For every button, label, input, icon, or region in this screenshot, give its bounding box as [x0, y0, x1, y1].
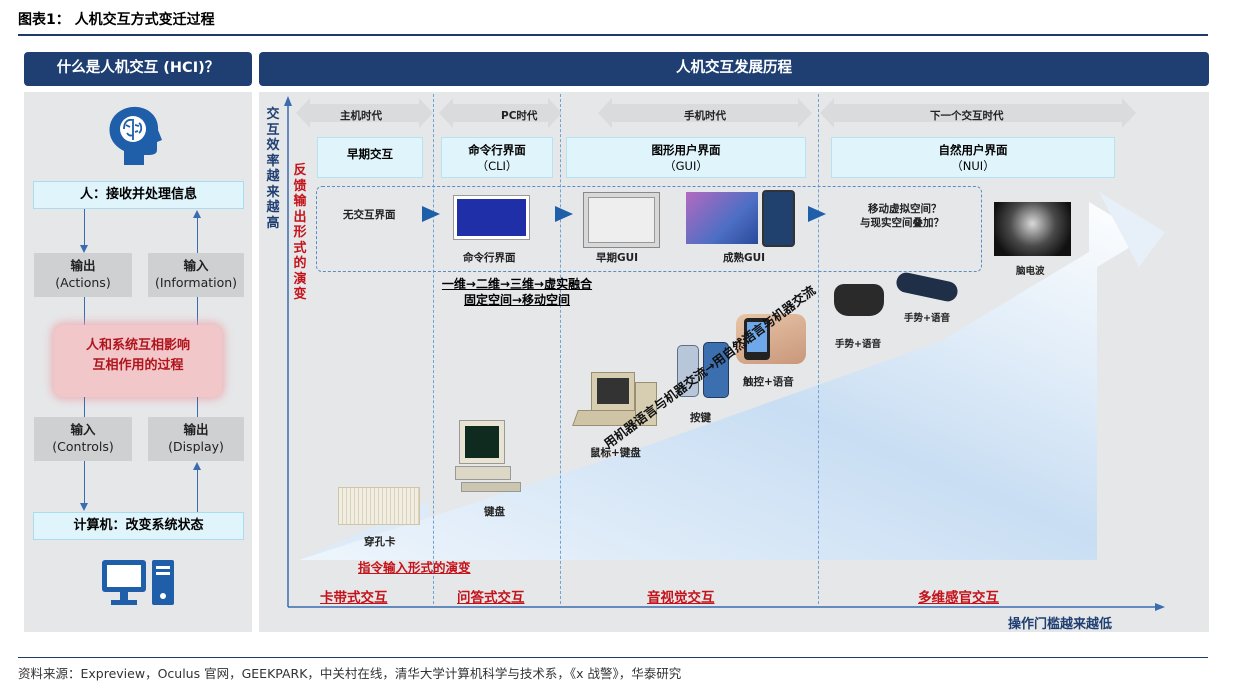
early-gui-screenshot: [583, 192, 660, 248]
feedback-evolution-label: 反馈输出形式的演变: [293, 163, 307, 302]
arrow-head: [80, 503, 88, 511]
stage-sub: （GUI）: [664, 159, 708, 173]
arrow-line: [84, 209, 85, 247]
punch-card-image: [338, 487, 420, 525]
phone-screenshot: [762, 190, 795, 247]
keys-label: 按键: [690, 412, 711, 424]
human-box: 人：接收并处理信息: [33, 181, 244, 209]
desktop-computer-icon: [102, 560, 174, 605]
keyboard-label: 键盘: [484, 506, 505, 518]
source-divider: [18, 657, 1208, 658]
category-qa: 问答式交互: [457, 590, 525, 606]
interaction-process-box: 人和系统互相影响 互相作用的过程: [54, 325, 222, 397]
title-divider: [18, 34, 1208, 36]
right-header: 人机交互发展历程: [259, 52, 1209, 86]
output-display-box: 输出 (Display): [148, 417, 244, 461]
brain-head-icon: [109, 106, 162, 165]
vr-line2: 与现实空间叠加？: [860, 217, 944, 229]
input-label: 输入: [70, 422, 96, 437]
dimension-line2: 固定空间→移动空间: [463, 293, 571, 307]
arrow-head: [193, 210, 201, 218]
early-gui-label: 早期GUI: [596, 252, 639, 264]
nokia-phone-image: [677, 345, 699, 397]
cli-screenshot: [453, 195, 530, 240]
category-tape: 卡带式交互: [320, 590, 388, 606]
stage-early: 早期交互: [317, 137, 423, 178]
input-sub: (Controls): [52, 439, 114, 454]
vr-question: 移动虚拟空间？ 与现实空间叠加？: [860, 202, 944, 230]
vr-headset-image: [834, 284, 884, 316]
source-note: 资料来源：Expreview，Oculus 官网，GEEKPARK，中关村在线，…: [18, 666, 682, 681]
era-pc: PC时代: [501, 110, 538, 122]
process-line1: 人和系统互相影响: [85, 338, 190, 353]
era-mobile: 手机时代: [684, 110, 726, 122]
input-label: 输入: [183, 258, 209, 273]
arrow-line: [197, 470, 198, 512]
stage-label: 自然用户界面: [938, 143, 1008, 157]
era-mainframe: 主机时代: [340, 110, 382, 122]
era-arrows: [296, 98, 1136, 128]
mouse-keyboard-label: 鼠标+键盘: [590, 447, 641, 459]
era-separator: [433, 94, 434, 604]
era-separator: [560, 94, 561, 604]
bci-image: [994, 202, 1071, 256]
connector-line: [84, 297, 85, 325]
input-sub: (Information): [154, 275, 238, 290]
computer-box: 计算机：改变系统状态: [33, 512, 244, 540]
stage-label: 命令行界面: [468, 143, 526, 157]
output-sub: (Display): [168, 439, 224, 454]
stage-sub: （CLI）: [476, 159, 518, 173]
cli-label: 命令行界面: [463, 252, 516, 264]
output-region: [316, 186, 982, 272]
punch-card-label: 穿孔卡: [364, 536, 396, 548]
process-line2: 互相作用的过程: [92, 358, 184, 373]
arrow-head: [193, 462, 201, 470]
era-separator: [818, 94, 819, 604]
touch-voice-label: 触控+语音: [743, 376, 794, 388]
arrow-right-icon: [808, 206, 826, 222]
output-label: 输出: [183, 422, 209, 437]
arrow-right-icon: [422, 206, 440, 222]
input-information-box: 输入 (Information): [148, 253, 244, 297]
category-audiovisual: 音视觉交互: [647, 590, 715, 606]
arrow-line: [197, 217, 198, 253]
connector-line: [197, 297, 198, 325]
category-multisensory: 多维感官交互: [918, 590, 999, 606]
left-header: 什么是人机交互 (HCI)？: [24, 52, 252, 86]
mature-gui-screenshot: [686, 192, 758, 244]
ibm-pc-image: [455, 420, 525, 495]
dimension-line1: 一维→二维→三维→虚实融合: [441, 277, 593, 291]
stage-nui: 自然用户界面 （NUI）: [831, 137, 1115, 178]
stage-gui: 图形用户界面 （GUI）: [566, 137, 806, 178]
input-controls-box: 输入 (Controls): [34, 417, 132, 461]
stage-label: 图形用户界面: [651, 143, 721, 157]
arrow-head: [80, 245, 88, 253]
arrow-right-icon: [555, 206, 573, 222]
axes: [284, 96, 1165, 611]
stage-label: 早期交互: [347, 147, 393, 161]
figure-title: 图表1： 人机交互方式变迁过程: [18, 12, 215, 28]
mac-image: [572, 372, 660, 440]
output-label: 输出: [70, 258, 96, 273]
dimension-text: 一维→二维→三维→虚实融合 固定空间→移动空间: [422, 276, 612, 308]
nokia-phone-image: [703, 342, 729, 398]
output-sub: (Actions): [55, 275, 111, 290]
x-axis-label: 操作门槛越来越低: [1008, 617, 1113, 632]
vr-line1: 移动虚拟空间？: [868, 203, 942, 215]
stage-sub: （NUI）: [951, 159, 995, 173]
connector-line: [84, 397, 85, 417]
mature-gui-label: 成熟GUI: [723, 252, 766, 264]
gesture-voice-label: 手势+语音: [835, 339, 881, 350]
output-actions-box: 输出 (Actions): [34, 253, 132, 297]
no-interface-label: 无交互界面: [343, 209, 396, 221]
stage-cli: 命令行界面 （CLI）: [441, 137, 553, 178]
touch-phone-image: [736, 314, 806, 364]
gesture-voice-label: 手势+语音: [904, 313, 950, 324]
era-next: 下一个交互时代: [930, 110, 1004, 122]
arrow-line: [84, 461, 85, 505]
connector-line: [197, 397, 198, 417]
bci-label: 脑电波: [1016, 266, 1045, 277]
input-evolution-label: 指令输入形式的演变: [358, 560, 471, 575]
y-axis-label: 交互效率越来越高: [266, 107, 280, 231]
